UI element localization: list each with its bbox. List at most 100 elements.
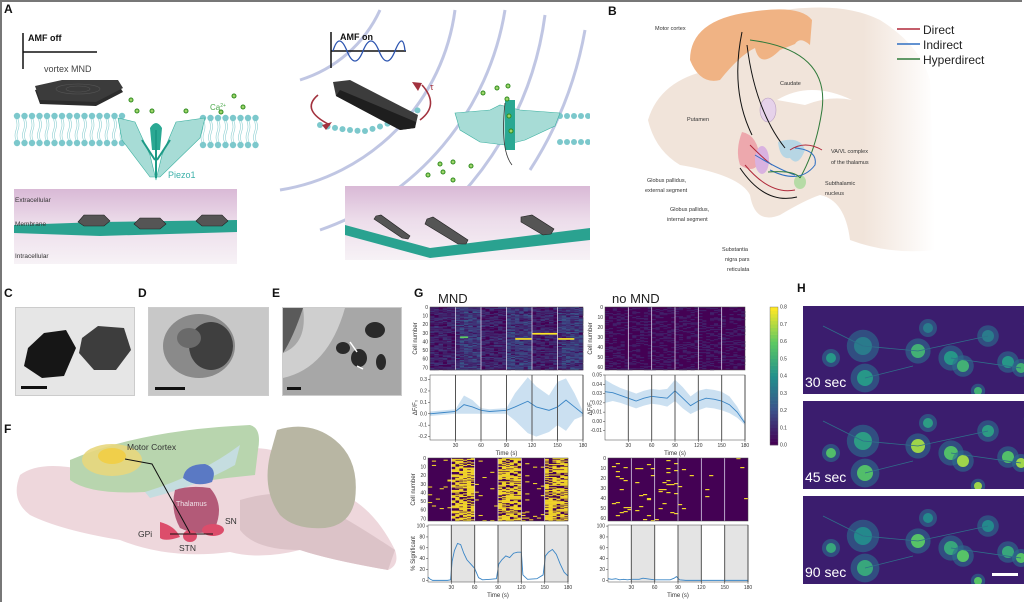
heatmap-cell: [605, 356, 610, 358]
heatmap-cell: [451, 507, 456, 509]
heatmap-cell: [506, 322, 512, 324]
heatmap-cell: [605, 351, 610, 353]
heatmap-cell: [556, 474, 561, 476]
heatmap-cell: [574, 344, 580, 346]
heatmap-cell: [544, 326, 550, 328]
heatmap-cell: [574, 327, 580, 329]
heatmap-cell: [430, 327, 435, 329]
heatmap-cell: [686, 315, 691, 317]
heatmap-cell: [438, 360, 444, 362]
heatmap-cell: [694, 307, 699, 309]
heatmap-cell: [557, 356, 563, 358]
heatmap-cell: [544, 484, 549, 486]
heatmap-cell: [566, 351, 571, 353]
heatmap-cell: [578, 351, 584, 353]
heatmap-cell: [544, 335, 550, 337]
heatmap-cell: [525, 481, 530, 483]
heatmap-cell: [430, 315, 435, 317]
heatmap-cell: [470, 506, 475, 508]
heatmap-cell: [442, 368, 448, 370]
heatmap-cell: [671, 360, 676, 362]
heatmap-cell: [506, 366, 512, 368]
heatmap-cell: [561, 340, 567, 342]
heatmap-cell: [540, 356, 546, 358]
heatmap-cell: [564, 466, 569, 468]
heatmap-cell: [455, 507, 460, 509]
heatmap-cell: [451, 495, 456, 497]
heatmap-cell: [659, 347, 664, 349]
heatmap-cell: [517, 491, 522, 493]
heatmap-cell: [536, 319, 541, 321]
heatmap-cell: [468, 343, 473, 345]
heatmap-cell: [574, 330, 580, 332]
heatmap-cell: [459, 470, 464, 473]
heatmap-cell: [694, 335, 699, 337]
heatmap-cell: [464, 335, 469, 337]
heatmap-cell: [434, 319, 439, 321]
heatmap-cell: [470, 473, 475, 475]
heatmap-cell: [447, 332, 452, 334]
heatmap-cell: [713, 335, 719, 337]
heatmap-cell: [434, 340, 439, 342]
heatmap-cell: [553, 367, 558, 369]
heatmap-cell: [560, 483, 565, 485]
heatmap-cell: [498, 351, 503, 353]
heatmap-cell: [544, 366, 550, 368]
heatmap-cell: [635, 468, 640, 470]
heatmap-cell: [564, 503, 569, 505]
heatmap-cell: [493, 365, 499, 367]
heatmap-cell: [519, 356, 524, 358]
heatmap-cell: [472, 331, 478, 333]
heatmap-cell: [481, 310, 486, 312]
heatmap-cell: [468, 331, 473, 333]
heatmap-cell: [605, 365, 610, 367]
heatmap-cell: [502, 356, 507, 358]
heatmap-cell: [552, 517, 557, 519]
heatmap-cell: [472, 314, 478, 316]
heatmap-cell: [455, 321, 461, 323]
calcium-imaging-frame: 90 sec: [803, 496, 1024, 584]
colorbar-segment: [770, 338, 778, 342]
heatmap-cell: [498, 328, 503, 330]
heatmap-cell: [464, 325, 469, 327]
heatmap-cell: [536, 351, 541, 353]
heatmap-cell: [498, 349, 503, 351]
heatmap-cell: [560, 509, 565, 511]
heatmap-cell: [476, 363, 482, 366]
heatmap-cell: [651, 351, 656, 353]
heatmap-cell: [464, 368, 469, 370]
heatmap-cell: [523, 314, 529, 316]
y-tick-label: -0.1: [418, 423, 427, 429]
heatmap-cell: [549, 314, 554, 316]
heatmap-cell: [658, 508, 663, 510]
heatmap-cell: [659, 333, 664, 335]
heatmap-cell: [494, 505, 499, 507]
heatmap-cell: [501, 501, 507, 503]
heatmap-cell: [506, 309, 512, 311]
heatmap-cell: [438, 344, 444, 347]
heatmap-cell: [502, 345, 507, 347]
heatmap-cell: [506, 357, 512, 359]
heatmap-cell: [725, 365, 730, 367]
heatmap-cell: [451, 327, 456, 329]
heatmap-cell: [548, 464, 553, 466]
heatmap-cell: [548, 504, 553, 506]
heatmap-cell: [694, 336, 699, 338]
heatmap-cell: [451, 474, 456, 476]
heatmap-cell: [510, 368, 516, 370]
heatmap-cell: [464, 366, 469, 368]
y-tick-label: 20: [420, 473, 426, 479]
heatmap-cell: [729, 334, 734, 336]
heatmap-cell: [468, 363, 473, 365]
heatmap-cell: [468, 360, 473, 362]
colorbar-segment: [770, 382, 778, 387]
heatmap-cell: [643, 328, 649, 330]
heatmap-cell: [678, 325, 684, 327]
heatmap-cell: [517, 494, 522, 496]
heatmap-cell: [519, 340, 524, 342]
heatmap-cell: [717, 353, 722, 355]
heatmap-cell: [556, 480, 561, 482]
heatmap-cell: [506, 325, 512, 327]
heatmap-cell: [472, 319, 478, 322]
heatmap-cell: [472, 313, 478, 315]
